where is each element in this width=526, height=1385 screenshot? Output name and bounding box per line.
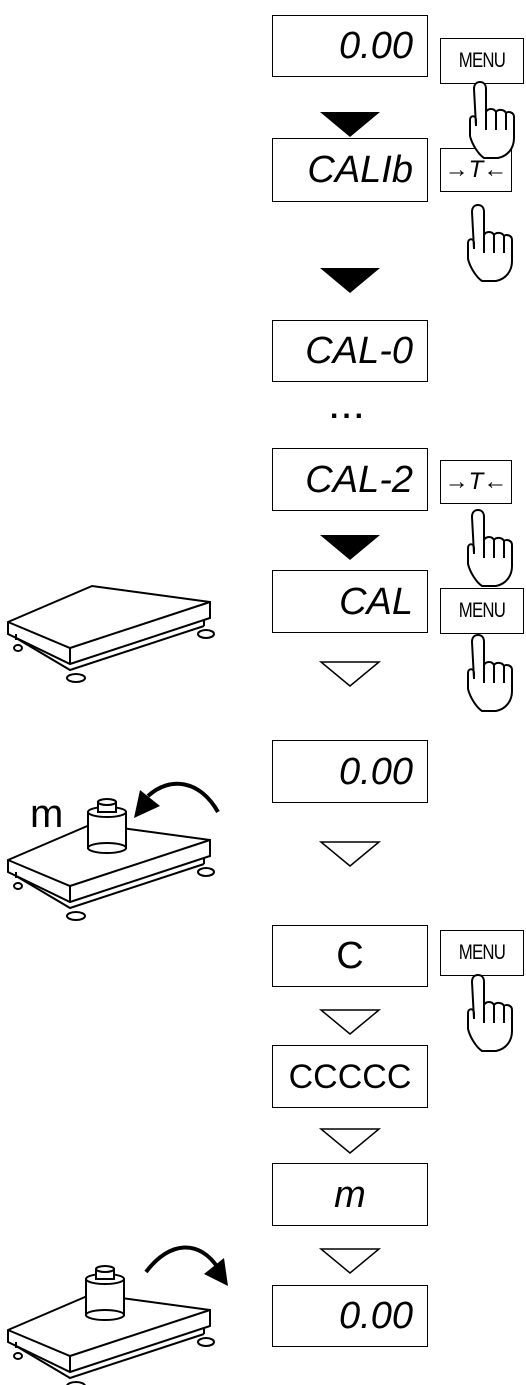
weighing-platform-icon <box>7 585 215 683</box>
solid-down-arrow <box>320 268 380 293</box>
outline-down-arrow <box>320 841 380 867</box>
menu-key-label: MENU <box>458 941 506 964</box>
display-step-1: 0.00 <box>272 15 428 77</box>
display-step-5: CAL <box>272 570 428 633</box>
outline-down-arrow <box>320 1248 380 1274</box>
mass-label: m <box>30 792 64 836</box>
calibration-weight-icon <box>85 1265 125 1321</box>
tare-key[interactable]: →T← <box>440 460 512 504</box>
menu-key[interactable]: MENU <box>440 930 524 976</box>
ellipsis: ... <box>330 392 368 425</box>
pointing-hand-icon <box>467 974 513 1052</box>
display-step-10: 0.00 <box>272 1285 428 1347</box>
tare-key-label: →T← <box>444 468 508 495</box>
menu-key[interactable]: MENU <box>440 38 524 84</box>
outline-down-arrow <box>320 1128 380 1154</box>
display-step-3: CAL-0 <box>272 320 428 382</box>
solid-down-arrow <box>320 535 380 560</box>
curved-arrow-icon <box>134 781 220 818</box>
solid-down-arrow <box>320 112 380 137</box>
tare-key-label: →T← <box>444 156 508 183</box>
menu-key[interactable]: MENU <box>440 588 524 634</box>
outline-down-arrow <box>320 661 380 687</box>
display-step-2: CALIb <box>272 138 428 202</box>
pointing-hand-icon <box>467 634 513 712</box>
pointing-hand-icon <box>469 81 515 159</box>
calibration-weight-icon <box>87 798 127 854</box>
outline-down-arrow <box>320 1009 380 1035</box>
display-step-4: CAL-2 <box>272 448 428 511</box>
menu-key-label: MENU <box>458 49 506 72</box>
tare-key[interactable]: →T← <box>440 148 512 192</box>
display-step-7: C <box>272 925 428 987</box>
display-step-8: CCCCC <box>272 1045 428 1108</box>
curved-arrow-icon <box>144 1245 228 1286</box>
pointing-hand-icon <box>467 509 513 587</box>
pointing-hand-icon <box>467 204 513 282</box>
display-step-9: m <box>272 1163 428 1226</box>
menu-key-label: MENU <box>458 599 506 622</box>
display-step-6: 0.00 <box>272 740 428 803</box>
